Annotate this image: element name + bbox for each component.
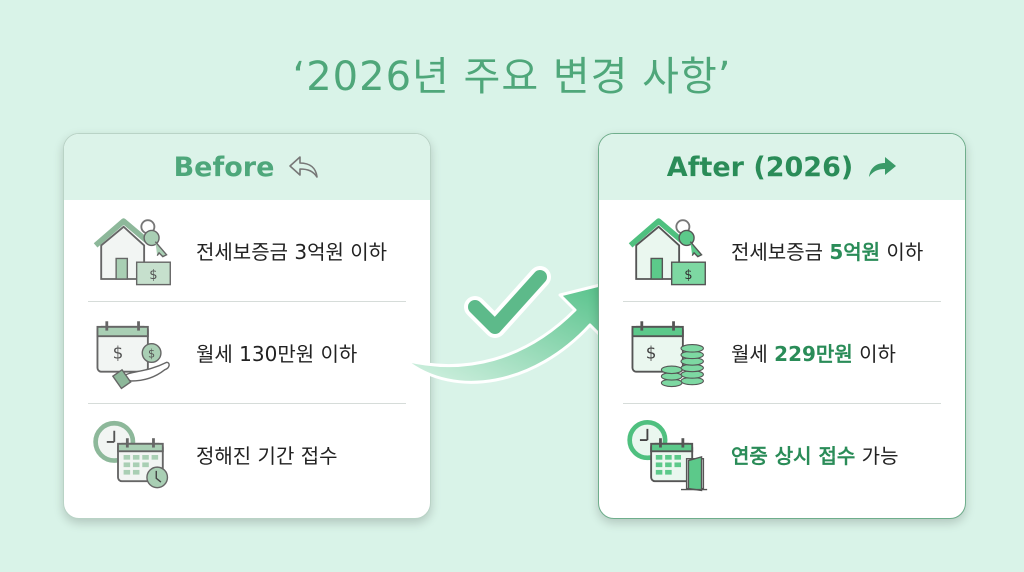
- after-rent-highlight: 229만원: [774, 342, 853, 366]
- undo-arrow-icon: [289, 156, 319, 178]
- page-title: ‘2026년 주요 변경 사항’: [292, 54, 732, 100]
- calendar-hand-coin-icon: $ $: [96, 320, 170, 389]
- before-card-title: Before: [173, 151, 275, 183]
- after-period-text: 연중 상시 접수 가능: [731, 440, 899, 469]
- checkmark-upward-arrow-icon: [403, 266, 622, 384]
- house-key-money-icon: $: [93, 217, 171, 285]
- after-row-rent: $ 월세 229만원 이하: [623, 302, 941, 404]
- after-deposit-text: 전세보증금 5억원 이하: [731, 236, 923, 265]
- svg-text:$: $: [148, 347, 155, 360]
- clock-calendar-door-icon: [627, 419, 708, 491]
- after-deposit-post: 이하: [880, 240, 924, 264]
- svg-text:$: $: [113, 342, 124, 362]
- after-card: After (2026) $ 전세보증금 5억원 이하 $: [598, 133, 966, 519]
- before-deposit-text: 전세보증금 3억원 이하: [196, 240, 388, 264]
- after-card-title: After (2026): [666, 151, 854, 183]
- before-rent-text: 월세 130만원 이하: [196, 342, 358, 366]
- after-period-post: 가능: [855, 444, 899, 468]
- after-period-highlight: 연중 상시 접수: [731, 444, 856, 468]
- after-rent-pre: 월세: [731, 342, 775, 366]
- before-card: Before $ 전세보증금 3억원 이하 $ $: [63, 133, 431, 519]
- after-rent-post: 이하: [852, 342, 896, 366]
- after-deposit-highlight: 5억원: [829, 240, 881, 264]
- after-card-header: After (2026): [599, 134, 965, 200]
- after-row-period: 연중 상시 접수 가능: [623, 404, 941, 505]
- before-card-header: Before: [64, 134, 430, 200]
- svg-text:$: $: [149, 268, 157, 283]
- before-row-period: 정해진 기간 접수: [88, 404, 406, 505]
- svg-text:$: $: [684, 268, 692, 283]
- before-row-deposit: $ 전세보증금 3억원 이하: [88, 200, 406, 302]
- before-period-text: 정해진 기간 접수: [196, 444, 338, 468]
- calendar-coin-stack-icon: $: [631, 320, 704, 387]
- house-key-money-icon: $: [628, 217, 706, 285]
- after-row-deposit: $ 전세보증금 5억원 이하: [623, 200, 941, 302]
- after-rent-text: 월세 229만원 이하: [731, 338, 896, 367]
- after-deposit-pre: 전세보증금: [731, 240, 830, 264]
- before-row-rent: $ $ 월세 130만원 이하: [88, 302, 406, 404]
- svg-text:$: $: [646, 342, 657, 362]
- clock-calendar-icon: [93, 420, 169, 488]
- forward-arrow-icon: [869, 157, 897, 177]
